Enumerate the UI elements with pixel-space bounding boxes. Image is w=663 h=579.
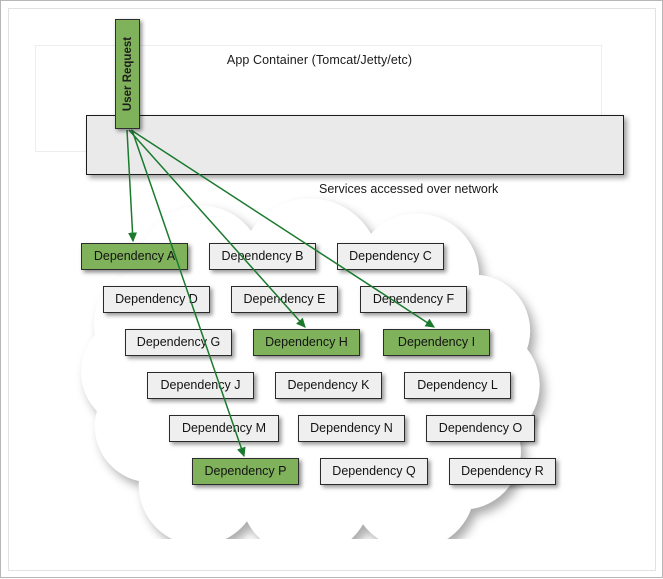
dependency-box[interactable]: Dependency L: [404, 372, 511, 399]
user-request-label: User Request: [121, 36, 134, 112]
dependency-box[interactable]: Dependency B: [209, 243, 316, 270]
dependency-box[interactable]: Dependency G: [125, 329, 232, 356]
dependency-box[interactable]: Dependency H: [253, 329, 360, 356]
dependency-box[interactable]: Dependency O: [426, 415, 535, 442]
dependency-box[interactable]: Dependency K: [275, 372, 382, 399]
dependency-box[interactable]: Dependency J: [147, 372, 254, 399]
dependency-box[interactable]: Dependency M: [169, 415, 279, 442]
dependency-box[interactable]: Dependency A: [81, 243, 188, 270]
dependency-box[interactable]: Dependency Q: [320, 458, 428, 485]
dependency-box[interactable]: Dependency P: [192, 458, 299, 485]
dependency-box[interactable]: Dependency E: [231, 286, 338, 313]
dependency-box[interactable]: Dependency D: [103, 286, 210, 313]
dependency-box[interactable]: Dependency C: [337, 243, 444, 270]
app-container-title: App Container (Tomcat/Jetty/etc): [226, 53, 413, 67]
app-container-box: [86, 115, 624, 175]
dependency-box[interactable]: Dependency I: [383, 329, 490, 356]
user-request-box[interactable]: User Request: [115, 19, 140, 129]
cloud-shape: [81, 198, 540, 539]
dependency-box[interactable]: Dependency R: [449, 458, 556, 485]
dependency-box[interactable]: Dependency F: [360, 286, 467, 313]
cloud-label: Services accessed over network: [319, 182, 499, 196]
dependency-box[interactable]: Dependency N: [298, 415, 405, 442]
